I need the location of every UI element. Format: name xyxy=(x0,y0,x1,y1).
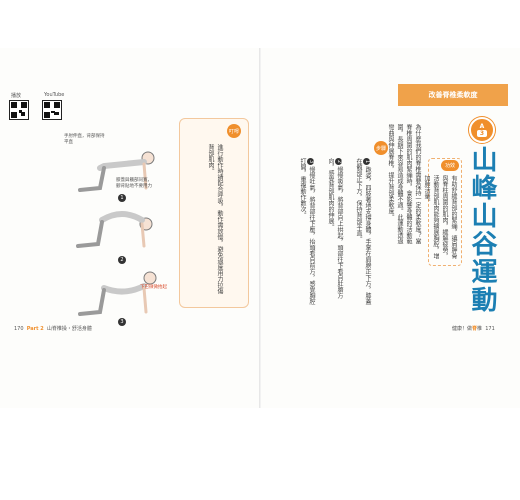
tip-tag: 叮嚀 xyxy=(227,124,241,138)
effect-box xyxy=(428,158,462,266)
right-page-number: 171 xyxy=(485,326,495,332)
page-title: 山峰山谷運動 xyxy=(467,146,497,314)
step-item-3: 3 慢慢吐氣，將背部往下壓，抬頭看向前方，感覺胸腔打開，重複動作數次。 xyxy=(290,158,316,308)
pose-3-figure xyxy=(78,271,157,316)
pose-marker-2: 2 xyxy=(118,256,126,264)
left-folio: 170 Part 2 山脊椎操・舒活身體 xyxy=(14,325,92,332)
qr-code-youtube[interactable] xyxy=(42,100,62,120)
pose-marker-1: 1 xyxy=(118,194,126,202)
callout-pose-3: 下巴微微抬起 xyxy=(140,285,167,290)
pose-1-figure xyxy=(78,151,155,192)
right-running-head: 健康！做 xyxy=(452,326,473,332)
step-text-1: 跪姿，四肢著地支撐身體，手掌在肩膀正下方，膝蓋在髖部正下方，保持背部平直。 xyxy=(355,158,371,305)
book-gutter xyxy=(259,48,261,408)
section-header: 改善脊椎柔軟度 xyxy=(398,84,508,106)
qr-right-label: YouTube xyxy=(44,92,65,98)
left-page-number: 170 xyxy=(14,326,24,332)
pose-marker-3: 3 xyxy=(118,318,126,326)
right-running-head-end: 椎 xyxy=(477,326,483,332)
badge-number: 3 xyxy=(477,130,487,137)
effect-text: 有助舒緩背部的緊繃，讓肩胛骨與脊柱周圍的肌肉，緩解疲勞，活動背部肌肉能夠擴展胸腔… xyxy=(423,175,457,259)
step-text-3: 慢慢吐氣，將背部往下壓，抬頭看向前方，感覺胸腔打開，重複動作數次。 xyxy=(299,158,315,305)
badge-letter: A xyxy=(479,123,485,130)
effect-tag: 功效 xyxy=(441,160,459,171)
exercise-badge: A 3 xyxy=(469,117,495,143)
tip-panel xyxy=(179,118,249,308)
step-item-2: 2 慢慢吸氣，將背部向上拱起，頭部往下看向肚臍方向，感覺背部肌肉的伸展。 xyxy=(318,158,344,308)
pose-illustrations xyxy=(76,151,157,316)
steps-tag: 步驟 xyxy=(374,141,388,155)
right-folio: 健康！做脊椎 171 xyxy=(452,325,495,332)
step-number-3: 3 xyxy=(307,158,314,165)
intro-text: 為什麼我們的脊椎需要保持一定的柔軟度？當脊椎周圍的肌肉緊繃時，會影響身體的活動範… xyxy=(387,124,421,244)
left-part: Part 2 xyxy=(26,326,44,332)
step-item-1: 1 跪姿，四肢著地支撐身體，手掌在肩膀正下方，膝蓋在髖部正下方，保持背部平直。 xyxy=(346,158,372,308)
step-number-2: 2 xyxy=(335,158,342,165)
callout-pose-1b: 膝蓋與髖部同寬，腳背貼地不要用力 xyxy=(116,178,152,189)
left-running-head: 山脊椎操・舒活身體 xyxy=(46,326,92,332)
qr-code-left[interactable] xyxy=(9,100,29,120)
step-text-2: 慢慢吸氣，將背部向上拱起，頭部往下看向肚臍方向，感覺背部肌肉的伸展。 xyxy=(327,158,343,299)
callout-pose-1: 手肘伸直，背部保持平直 xyxy=(64,134,105,145)
right-running-head-strong: 脊 xyxy=(472,326,478,332)
qr-left-label: 播放 xyxy=(11,93,22,99)
pose-2-figure xyxy=(76,211,153,248)
tip-text: 進行動作時請配合呼吸，動作需放慢，避免過度用力拉傷背部肌肉。 xyxy=(207,144,223,294)
step-number-1: 1 xyxy=(363,158,370,165)
